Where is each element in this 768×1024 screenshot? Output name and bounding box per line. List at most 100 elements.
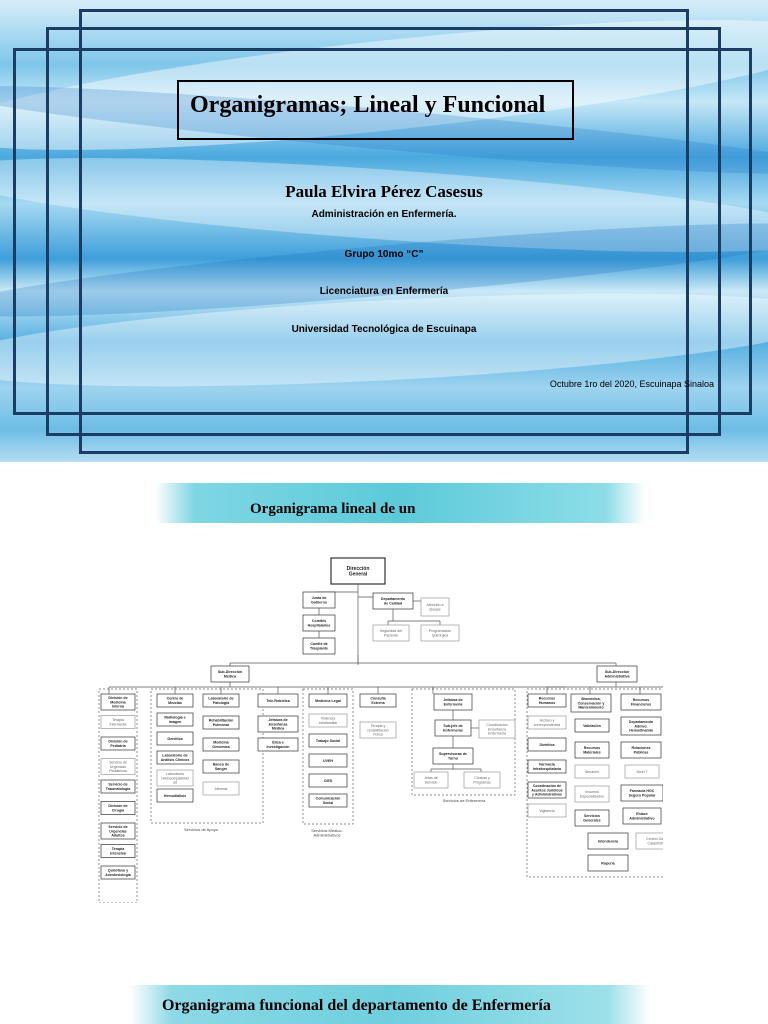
group-label: Servicios de Apoyo <box>184 827 219 832</box>
org-unit-label: Financieros <box>631 702 651 706</box>
org-unit-label: Gobierno <box>311 600 328 604</box>
org-unit-box: MedicinaGenómica <box>203 738 239 751</box>
org-unit-box: Genética <box>157 732 193 745</box>
org-unit-box: Coordinación deAsuntos Jurídicosy Admini… <box>528 782 566 798</box>
org-unit-box: Jefatura deEnseñanzaMédica <box>258 716 298 732</box>
org-unit-label: Intrahospitalaria <box>533 767 562 771</box>
org-unit-label: General <box>349 572 368 578</box>
org-unit-label: Análisis Clínicos <box>161 758 190 762</box>
org-unit-box: Jefas deServicio <box>414 772 448 788</box>
career-line: Licenciatura en Enfermería <box>0 286 768 297</box>
org-unit-box: Trabajo Social <box>309 734 347 747</box>
org-unit-box: Ética eInvestigación <box>258 738 298 751</box>
org-unit-label: Mezclas <box>168 701 182 705</box>
org-unit-box: Intendencia <box>588 833 628 849</box>
org-unit-label: Generales <box>583 818 600 822</box>
org-unit-label: Externa <box>371 701 385 705</box>
org-unit-box: Biomédica,Conservación yMantenimiento <box>571 694 611 712</box>
org-unit-box: Control GastosCatastróficos <box>636 833 663 849</box>
org-unit-box: Almacén <box>575 765 609 778</box>
date-line: Octubre 1ro del 2020, Escuinapa Sinaloa <box>550 379 714 389</box>
author-name: Paula Elvira Pérez Casesus <box>0 182 768 202</box>
org-unit-label: Intensiva <box>110 851 127 855</box>
org-unit-label: Medicina Legal <box>315 699 341 703</box>
org-unit-box: CoordinaciónEnseñanzaEnfermería <box>479 720 515 738</box>
org-unit-box: DirecciónGeneral <box>331 558 385 584</box>
org-unit-label: Paciente <box>384 633 398 637</box>
org-unit-label: CIES <box>324 779 333 783</box>
org-unit-label: Adultos <box>111 833 124 837</box>
title-slide: Organigramas; Lineal y Funcional Paula E… <box>0 0 768 462</box>
org-unit-label: Enfermería <box>488 731 506 735</box>
org-unit-label: Sangre <box>215 767 227 771</box>
org-unit-label: de Calidad <box>384 601 402 605</box>
org-unit-label: Administrativo <box>629 816 655 820</box>
org-unit-label: Social <box>323 801 334 805</box>
org-unit-box: División deCirugía <box>101 802 135 815</box>
org-unit-box: Farmacia HGCSeguro Popular <box>621 785 663 801</box>
org-unit-box: Medicina Legal <box>309 694 347 707</box>
org-unit-box: Junta deGobierno <box>303 592 335 608</box>
group-label: Administrativos <box>313 833 340 838</box>
group-label: Servicios de Enfermería <box>443 798 486 803</box>
org-unit-label: Enfermería <box>444 702 464 706</box>
org-unit-box: Hemodiálisis <box>157 789 193 802</box>
org-unit-label: Médica <box>224 674 237 678</box>
org-unit-box: UVEH <box>309 754 347 767</box>
org-unit-label: Trabajo Social <box>316 739 340 743</box>
org-unit-label: Pulmonar <box>213 723 230 727</box>
org-unit-box: TerapiaIntermedia <box>101 716 135 729</box>
org-unit-box: Servicio deTraumatología <box>101 780 135 793</box>
org-unit-label: Traumatología <box>106 787 132 791</box>
org-unit-label: Médica <box>272 726 285 730</box>
org-unit-box: Radiología eImagen <box>157 713 193 726</box>
org-unit-box: RecursosMateriales <box>575 742 609 758</box>
org-unit-box: TerapiaIntensiva <box>101 845 135 858</box>
org-unit-box: Sub-DirecciónMédica <box>211 666 249 682</box>
org-unit-label: Intrafamiliar <box>319 721 339 725</box>
org-unit-label: Catastróficos <box>648 841 663 845</box>
section-heading-lineal: Organigrama lineal de un <box>250 501 415 518</box>
org-unit-label: Hemodinamia <box>629 728 654 732</box>
org-unit-box: Tele-Robótica <box>258 694 298 707</box>
org-unit-label: Cirugía <box>112 808 125 812</box>
org-unit-box: RecursosHumanos <box>528 694 566 707</box>
org-unit-label: Dietética <box>540 743 556 747</box>
org-unit-label: Seguro Popular <box>629 793 656 797</box>
org-unit-label: Humanos <box>539 701 555 705</box>
org-unit-box: Nivel 7 <box>625 765 659 778</box>
org-unit-label: Intermedia <box>110 722 127 726</box>
org-unit-box: Sub-jefe deEnfermeras <box>435 720 471 736</box>
org-unit-label: Hemodiálisis <box>164 794 186 798</box>
org-unit-box: RelacionesPúblicas <box>621 742 661 758</box>
org-unit-label: Mantenimiento <box>578 705 604 709</box>
org-unit-label: Quejas <box>429 607 441 611</box>
org-unit-label: Ropería <box>601 861 615 865</box>
org-unit-label: UVEH <box>323 759 333 763</box>
org-unit-box: Ropería <box>588 855 628 871</box>
org-unit-label: Aféresis <box>215 787 228 791</box>
org-unit-label: Investigación <box>267 745 290 749</box>
org-unit-box: Dietética <box>528 738 566 751</box>
org-unit-label: Imagen <box>169 720 182 724</box>
org-unit-box: Terapia yrehabilitaciónFísica <box>360 722 396 738</box>
org-unit-box: EnlaceAdministrativo <box>623 808 661 824</box>
org-unit-label: Servicio <box>425 780 438 784</box>
org-unit-box: Servicio deUrgenciasPediátricas <box>101 759 135 775</box>
org-unit-box: Validación <box>575 719 609 732</box>
org-unit-label: Pediatría <box>110 744 126 748</box>
org-unit-label: Materiales <box>583 750 601 754</box>
